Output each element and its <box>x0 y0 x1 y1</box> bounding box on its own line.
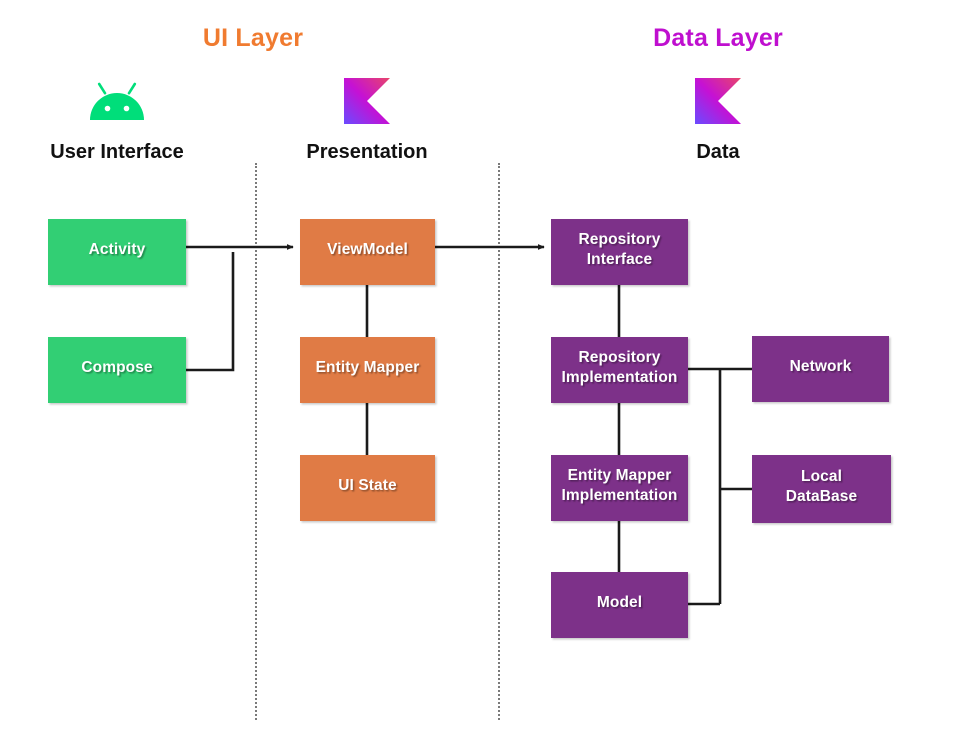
ui-layer-title: UI Layer <box>202 24 304 52</box>
kotlin-icon <box>695 78 741 124</box>
node-activity[interactable]: Activity <box>48 219 186 285</box>
node-label: Compose <box>81 359 153 377</box>
column-heading-user-interface: User Interface <box>50 141 184 163</box>
node-ui-state[interactable]: UI State <box>300 455 435 521</box>
node-label: ViewModel <box>327 241 408 259</box>
node-label: Entity Mapper <box>315 359 420 377</box>
node-label: Activity <box>88 241 146 259</box>
column-heading-data: Data <box>696 141 740 163</box>
node-viewmodel[interactable]: ViewModel <box>300 219 435 285</box>
column-heading-presentation: Presentation <box>306 141 428 163</box>
node-model[interactable]: Model <box>551 572 688 638</box>
node-compose[interactable]: Compose <box>48 337 186 403</box>
node-entity-mapper[interactable]: Entity Mapper <box>300 337 435 403</box>
android-icon <box>86 80 148 126</box>
node-network[interactable]: Network <box>752 336 889 402</box>
node-label: Network <box>789 358 852 376</box>
layer-divider-left <box>255 163 257 720</box>
kotlin-icon <box>344 78 390 124</box>
node-label: Model <box>596 594 643 612</box>
node-label: UI State <box>338 477 397 495</box>
data-layer-title: Data Layer <box>653 24 783 52</box>
layer-divider-right <box>498 163 500 720</box>
